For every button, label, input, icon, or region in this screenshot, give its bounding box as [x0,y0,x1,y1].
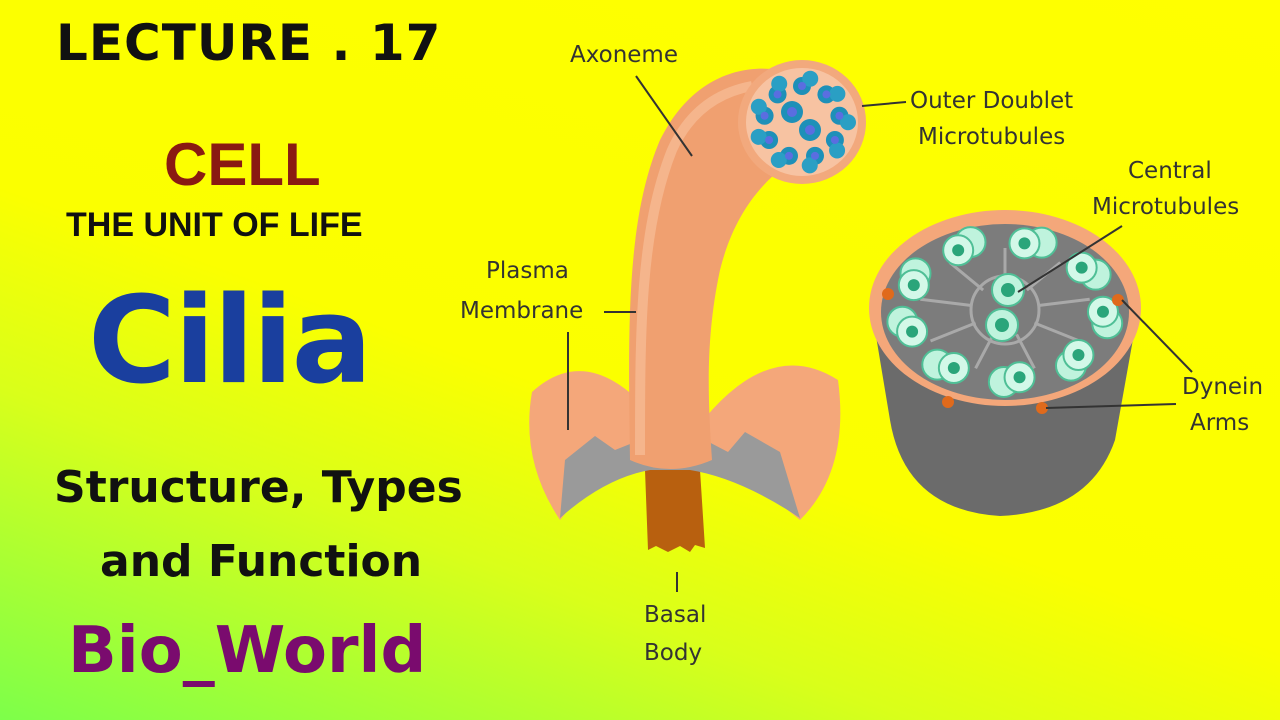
chapter-subtitle: THE UNIT OF LIFE [66,206,363,244]
tip-doublet-b [771,75,788,92]
tip-doublet-core [798,82,806,90]
chapter-title: CELL [164,131,321,198]
tip-doublet-core [785,151,794,160]
tip-doublet-b [802,70,819,87]
dynein-arm-3 [942,396,954,408]
tip-doublet-core [822,90,831,99]
radial-spoke [920,297,972,307]
radial-spoke [1038,297,1090,307]
radial-spoke [1033,321,1081,343]
leader-dynein-lower [1045,403,1177,409]
outer-doublet-core [1018,237,1031,250]
tip-doublet-core [773,90,782,99]
dynein-arm-4 [1036,402,1048,414]
topic-subtitle-line1: Structure, Types [54,462,463,513]
label-outer-doublet-line2: Microtubules [918,124,1065,150]
label-dynein-line2: Arms [1190,410,1249,436]
basal-body [645,470,705,552]
cilia-structure-diagram: Axoneme Outer Doublet Microtubules Centr… [460,42,1263,666]
membrane-inner-gray [560,432,800,518]
tip-doublet-b [801,157,818,174]
outer-doublet-core [952,244,965,257]
outer-doublet-core [1013,371,1026,384]
cilium-shaft [629,68,860,469]
central-microtubule-a-core [1001,283,1015,297]
tip-doublet-core [765,136,774,144]
outer-doublet-core [1075,261,1088,274]
radial-spoke [929,321,977,343]
radial-spoke [948,261,985,292]
tip-doublet-b [770,151,787,168]
tip-doublet-b [829,85,846,102]
label-central-line2: Microtubules [1092,194,1239,220]
tip-doublet-b [839,114,856,131]
tip-doublet-b [829,142,846,159]
topic-subtitle-line2: and Function [100,536,423,587]
leader-central [1017,225,1123,293]
tip-doublet-core [810,151,819,160]
outer-doublet-core [1072,349,1085,362]
tip-doublet-b [750,128,767,145]
dynein-arms [882,288,1124,414]
central-microtubule-pair [985,273,1025,342]
tip-doublet-b [750,98,767,115]
tip-doublet-core [830,136,839,144]
outer-doublet-core [1096,305,1109,318]
lecture-number: LECTURE . 17 [56,14,442,72]
leader-dynein-upper [1121,299,1193,373]
dynein-arm-1 [882,288,894,300]
label-plasma-line2: Membrane [460,298,583,324]
channel-brand: Bio_World [68,614,427,688]
label-plasma-line1: Plasma [486,258,569,284]
outer-doublet-core [906,325,919,338]
dynein-arm-2 [1112,294,1124,306]
tip-central-core-a [787,107,797,117]
tip-doublet-core [835,111,844,120]
label-central-line1: Central [1128,158,1212,184]
label-outer-doublet-line1: Outer Doublet [910,88,1073,114]
label-dynein-line1: Dynein [1182,374,1263,400]
central-microtubule-b-core [995,318,1009,332]
outer-doublet-ring-tip [750,70,856,174]
leader-axoneme [635,75,693,157]
topic-title: Cilia [88,272,372,411]
tip-central-core-b [805,125,815,135]
label-basal-line2: Body [644,640,702,666]
label-basal-line1: Basal [644,602,706,628]
label-axoneme: Axoneme [570,42,678,68]
outer-doublet-ring [886,226,1124,398]
cilium-shaft-highlight [635,81,753,456]
outer-doublet-core [947,362,960,375]
outer-doublet-core [907,279,920,292]
tip-doublet-core [760,111,769,120]
leader-outer-doublet [861,101,907,107]
